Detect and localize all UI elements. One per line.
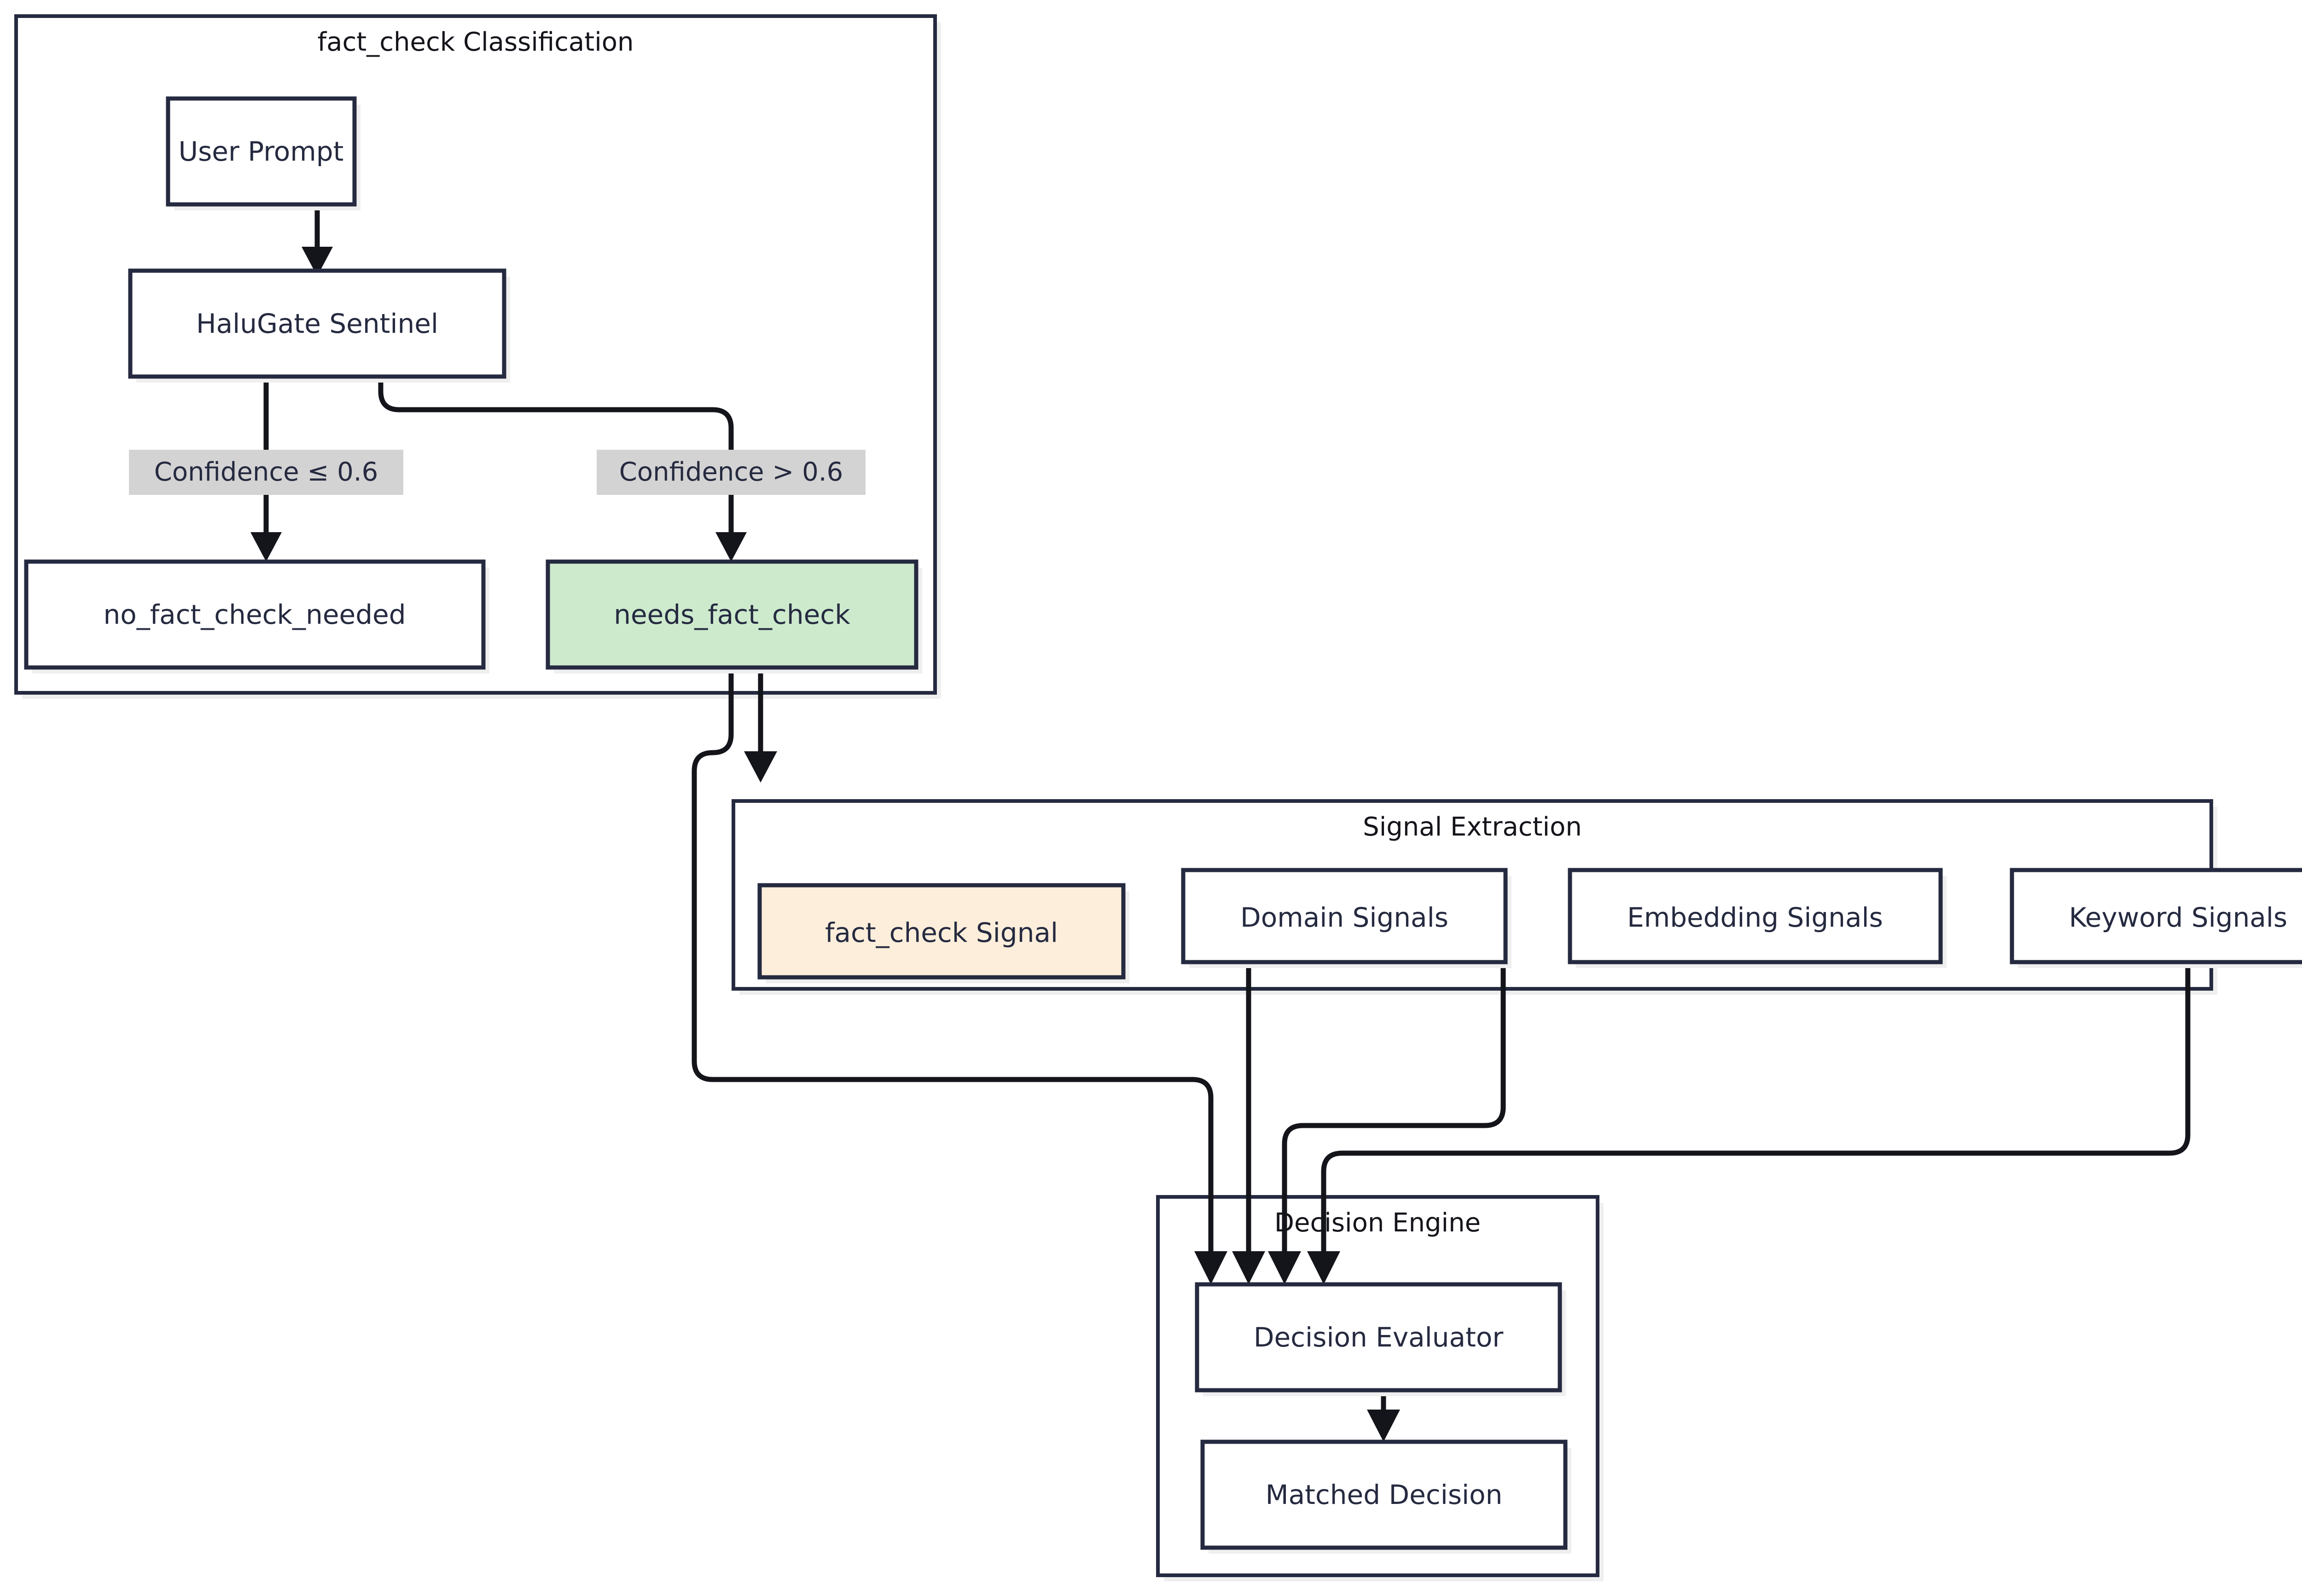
edge-domain-signals-to-decision-evaluator [1232,962,1265,1284]
edge-embedding-signals-to-decision-evaluator [1268,962,1506,1284]
node-label: fact_check Signal [825,917,1058,948]
node-box[interactable] [166,96,357,207]
node-box[interactable] [1195,1282,1562,1393]
edge-label-text: Confidence > 0.6 [619,457,843,487]
node-label: needs_fact_check [614,599,850,630]
edge-needs-fact-check-to-signal [744,667,777,783]
node-keyword-signals[interactable]: Keyword Signals [2010,868,2302,968]
node-fact-check-signal[interactable]: fact_check Signal [757,883,1129,983]
node-decision-evaluator[interactable]: Decision Evaluator [1195,1282,1566,1396]
node-label: HaluGate Sentinel [196,308,438,339]
arrowhead [250,532,282,562]
edge-user-prompt-to-halugate [302,205,333,276]
node-label: Embedding Signals [1627,902,1883,933]
edge-label-low-confidence: Confidence ≤ 0.6 [129,450,403,495]
node-box[interactable] [1181,868,1508,964]
node-matched-decision[interactable]: Matched Decision [1200,1439,1571,1554]
arrowhead [1367,1410,1400,1442]
arrowhead [744,751,777,783]
edge-label-background [129,450,403,495]
node-box[interactable] [2010,868,2302,964]
node-box[interactable] [1568,868,1943,964]
node-no-fact-check-needed[interactable]: no_fact_check_needed [24,559,489,673]
subgraph-title-signal-extraction: Signal Extraction [1363,812,1582,842]
subgraph-title-classification: fact_check Classification [317,27,634,57]
edge-keyword-signals-to-decision-evaluator [1307,962,2191,1284]
node-label: Matched Decision [1266,1479,1503,1510]
node-label: User Prompt [179,136,344,167]
edge-needs-fact-check-to-decision-evaluator [692,667,1227,1284]
edge-label-text: Confidence ≤ 0.6 [154,457,378,487]
node-label: Domain Signals [1240,902,1448,933]
node-domain-signals[interactable]: Domain Signals [1181,868,1511,968]
edge-label-layer: Confidence ≤ 0.6 Confidence > 0.6 [129,450,866,495]
node-halugate-sentinel[interactable]: HaluGate Sentinel [128,268,510,383]
node-box[interactable] [24,559,486,670]
node-box[interactable] [546,559,918,670]
arrowhead [1232,1251,1265,1284]
edge-label-background [597,450,866,495]
node-label: no_fact_check_needed [103,599,406,630]
arrowhead [1268,1251,1301,1284]
node-layer: User Prompt HaluGate Sentinel no_fact_ch… [24,96,2302,1554]
edge-layer [250,205,2191,1442]
node-label: Keyword Signals [2069,902,2288,933]
node-box[interactable] [757,883,1126,980]
node-label: Decision Evaluator [1254,1322,1504,1353]
node-box[interactable] [128,268,506,379]
node-needs-fact-check[interactable]: needs_fact_check [546,559,922,673]
edge-label-high-confidence: Confidence > 0.6 [597,450,866,495]
arrowhead [1307,1251,1340,1284]
subgraph-title-decision-engine: Decision Engine [1274,1208,1481,1238]
node-embedding-signals[interactable]: Embedding Signals [1568,868,1947,968]
arrowhead [1194,1251,1227,1284]
arrowhead [302,247,333,276]
edge-halugate-to-needs-fact-check [378,377,747,562]
node-box[interactable] [1200,1439,1568,1550]
node-user-prompt[interactable]: User Prompt [166,96,360,210]
arrowhead [715,532,747,562]
